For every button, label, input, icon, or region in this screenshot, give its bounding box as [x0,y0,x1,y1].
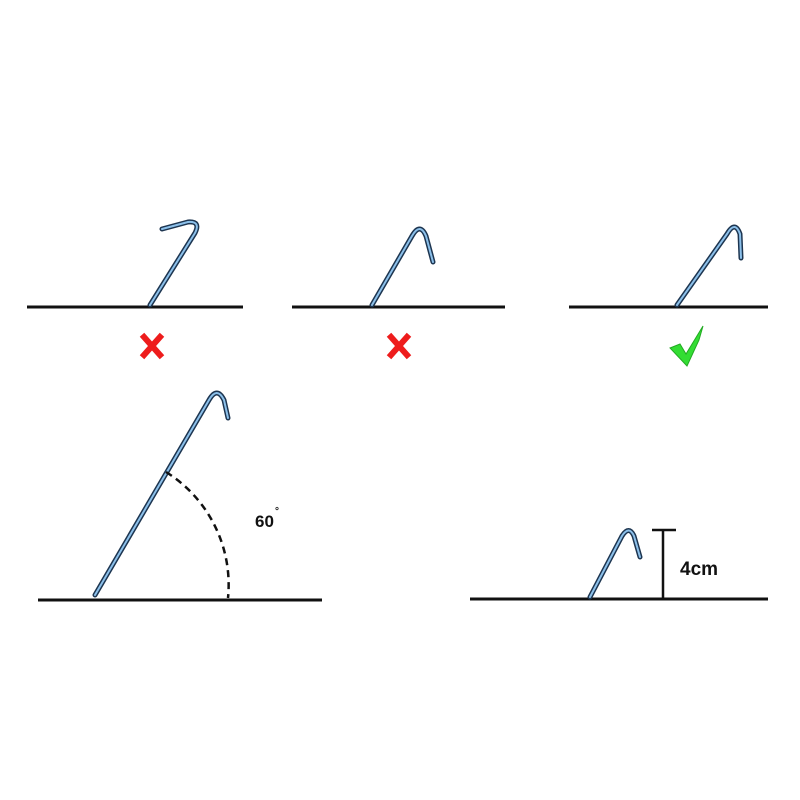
wrong-x-icon [386,332,412,360]
panel-angle: 60 ° [38,390,322,602]
stake [147,219,200,308]
panel-wrong-2 [292,226,505,360]
check-icon [669,325,704,367]
panel-height: 4cm [470,528,768,601]
stake [587,528,643,600]
wrong-x-icon [139,332,165,360]
stake [369,226,436,308]
angle-label: 60 [255,512,274,531]
angle-arc [165,470,230,599]
height-label: 4cm [680,559,718,580]
stake [92,390,231,598]
stake [674,224,744,308]
degree-symbol: ° [275,506,279,517]
height-marker [652,528,676,599]
panel-wrong-1 [27,219,243,360]
panel-correct [569,224,768,367]
